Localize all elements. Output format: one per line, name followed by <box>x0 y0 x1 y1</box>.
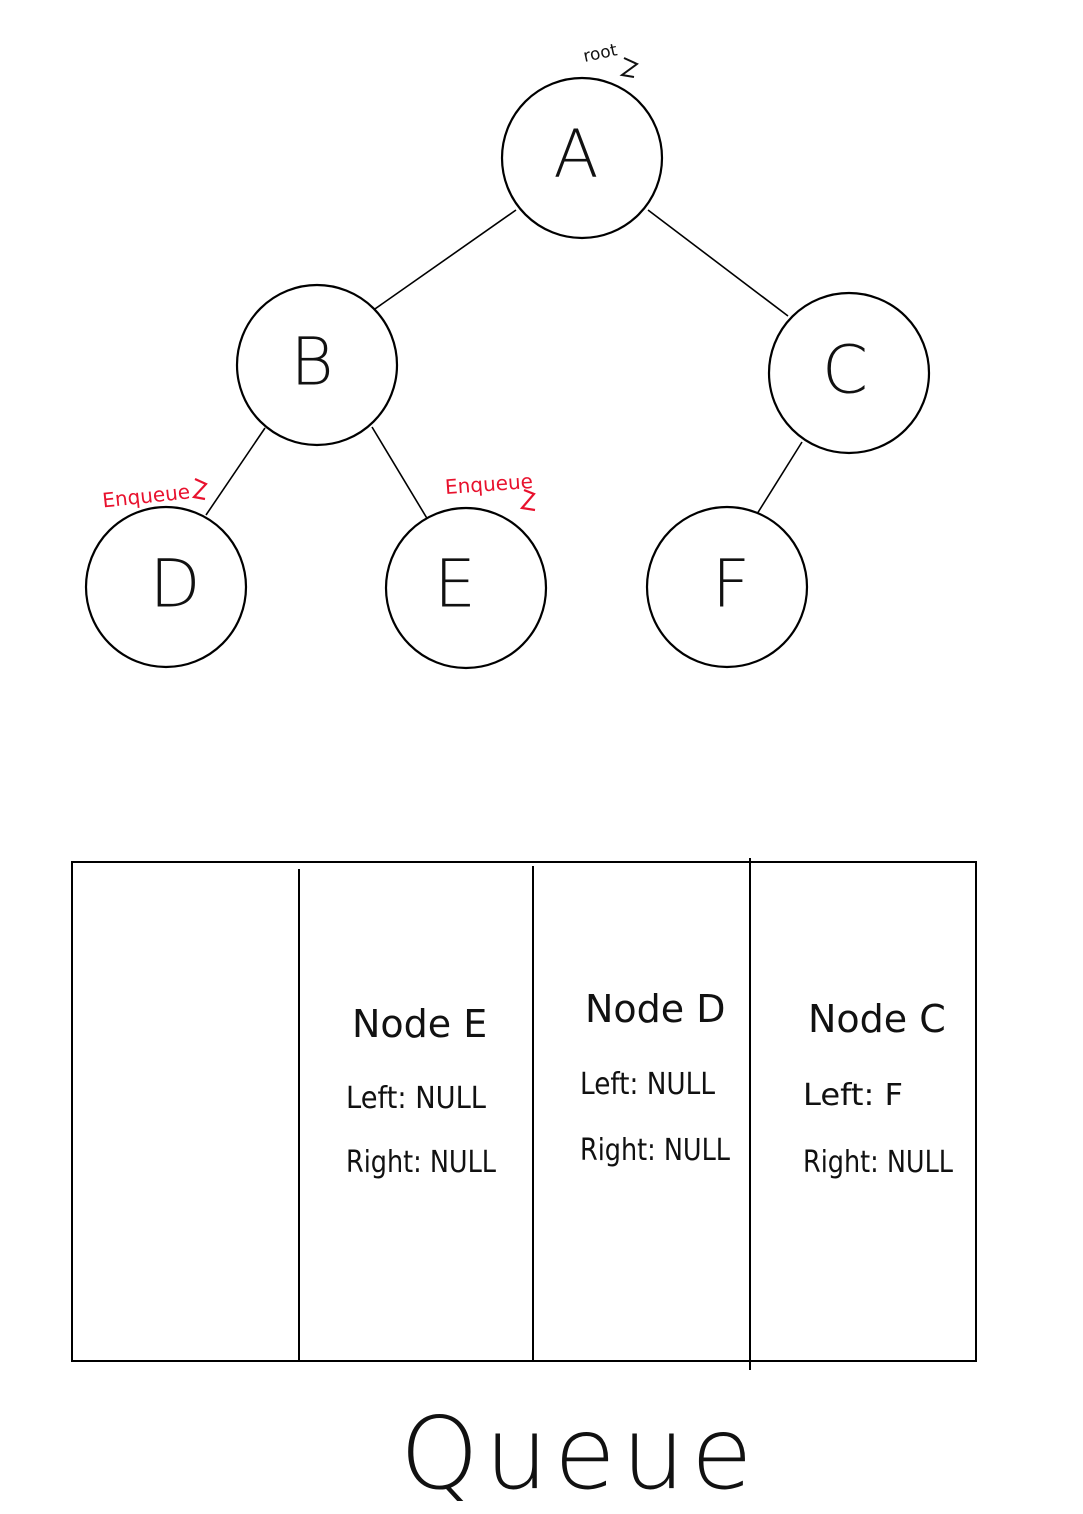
node-label-d: D <box>150 546 201 623</box>
root-arrow-icon <box>619 57 639 78</box>
edge-a-c <box>647 209 789 317</box>
queue-cell-left: Left: NULL <box>346 1081 486 1116</box>
root-annotation: root <box>582 40 639 78</box>
queue-caption: Queue <box>400 1395 759 1512</box>
tree-node-a: A <box>500 76 664 240</box>
queue-cell-title: Node D <box>585 987 726 1031</box>
node-label-e: E <box>434 546 476 623</box>
queue-cell-2: Node E Left: NULL Right: NULL <box>346 1002 496 1180</box>
enqueue-label-e: Enqueue <box>444 469 533 499</box>
edge-b-d <box>205 427 266 516</box>
tree-node-d: D <box>84 505 248 669</box>
edge-b-e <box>371 426 429 521</box>
enqueue-annotation-e: Enqueue <box>444 469 536 512</box>
queue-cell-right: Right: NULL <box>580 1133 730 1168</box>
queue-cell-left: Left: F <box>803 1078 903 1113</box>
tree-node-e: E <box>384 506 548 670</box>
queue-cell-right: Right: NULL <box>346 1145 496 1180</box>
tree-node-b: B <box>235 283 399 447</box>
node-label-c: C <box>822 332 868 409</box>
enqueue-arrow-d-icon <box>191 477 208 501</box>
tree-edges <box>205 209 803 521</box>
queue-cell-title: Node E <box>352 1002 487 1046</box>
node-label-f: F <box>712 546 750 623</box>
node-label-b: B <box>290 324 333 401</box>
queue-cell-left: Left: NULL <box>580 1067 715 1102</box>
queue-cell-4: Node C Left: F Right: NULL <box>803 997 953 1180</box>
queue-cell-right: Right: NULL <box>803 1145 953 1180</box>
edge-a-b <box>371 209 517 312</box>
queue-cell-title: Node C <box>808 997 946 1041</box>
root-label: root <box>582 40 620 67</box>
node-label-a: A <box>553 116 598 193</box>
edge-c-f <box>756 441 803 515</box>
queue-box <box>71 858 977 1370</box>
queue-cell-3: Node D Left: NULL Right: NULL <box>580 987 730 1168</box>
tree-node-c: C <box>767 291 931 455</box>
tree-node-f: F <box>645 505 809 669</box>
queue-outline <box>71 861 977 1362</box>
enqueue-arrow-e-icon <box>519 488 536 512</box>
